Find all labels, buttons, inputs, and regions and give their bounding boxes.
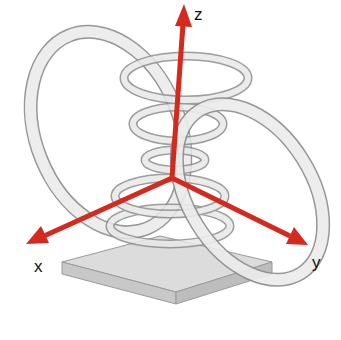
axis-label: y xyxy=(312,254,321,271)
axis-label: x xyxy=(34,258,43,275)
axes xyxy=(26,4,308,245)
axis-label: z xyxy=(194,6,203,23)
